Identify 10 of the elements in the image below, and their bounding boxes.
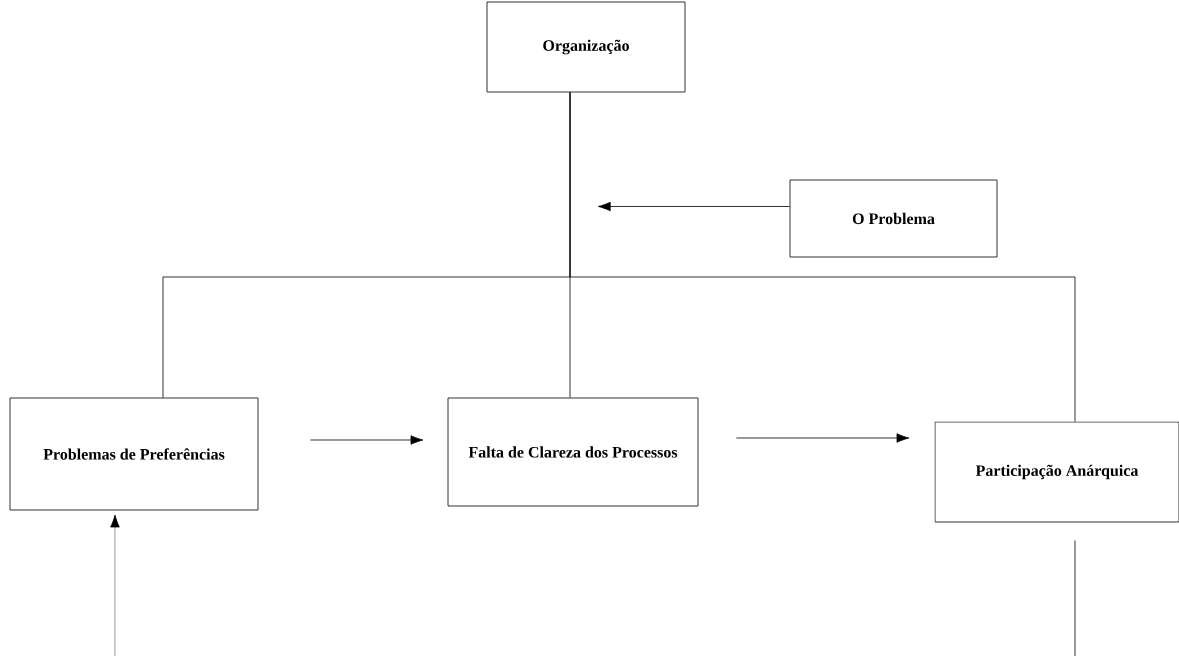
process-box: Organização [486,1,686,93]
arrow [310,435,424,445]
connector-line [1074,540,1076,656]
arrow [736,433,910,443]
process-box: Problemas de Preferências [9,397,259,511]
process-box: Participação Anárquica [934,421,1179,523]
process-box: O Problema [789,179,998,258]
connector-line [569,92,1076,422]
arrow [597,201,790,212]
process-box: Falta de Clareza dos Processos [447,397,699,507]
